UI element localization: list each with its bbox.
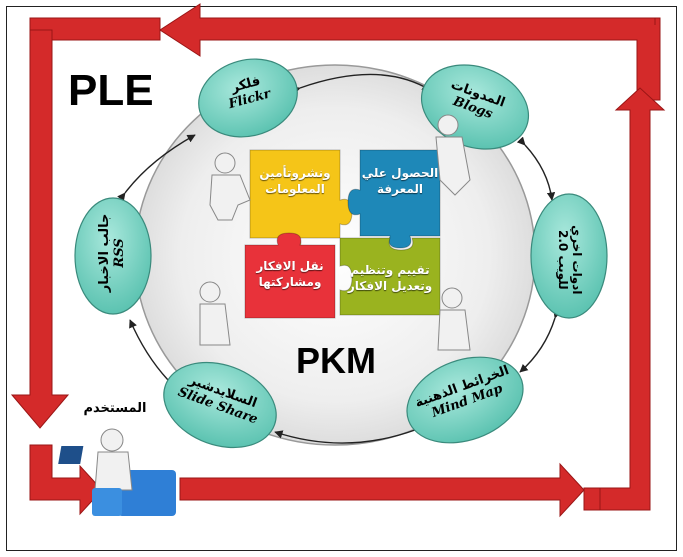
figure-head-left-top <box>214 152 236 174</box>
chair <box>92 488 122 516</box>
user-label: المستخدم <box>83 401 147 416</box>
cycle-arrows <box>117 73 562 444</box>
puzzle-green-line2: وتعديل الافكار <box>347 279 433 294</box>
desk <box>118 470 176 516</box>
node-mindmap-shape <box>406 356 524 444</box>
figure-body-left-top <box>209 174 251 221</box>
pkm-label: PKM <box>296 340 376 381</box>
puzzle-yellow-label: ونشروتأمين المعلومات <box>252 165 338 197</box>
ple-label: PLE <box>68 66 154 115</box>
puzzle-yellow-line2: المعلومات <box>265 182 325 197</box>
puzzle <box>244 149 441 319</box>
user-figure <box>58 428 176 516</box>
node-rss-arabic: جالب الاخبار <box>97 213 113 293</box>
nodes <box>74 58 608 449</box>
node-rss-shape <box>74 197 152 315</box>
ple-cycle-arrow <box>10 3 666 518</box>
laptop <box>58 446 84 464</box>
node-web20-shape <box>530 193 608 319</box>
node-flickr-shape <box>198 58 298 138</box>
node-slideshare-shape <box>163 361 277 449</box>
figure-head-right-bottom <box>441 287 463 309</box>
puzzle-red-line2: ومشاركتها <box>258 275 322 290</box>
node-web20: ادوات اخري للويب 2.0 <box>556 225 584 295</box>
figures <box>199 114 471 351</box>
puzzle-piece-red <box>244 232 336 319</box>
puzzle-green-line1: تقييم وتنظيم <box>350 263 430 277</box>
user-body <box>94 451 133 491</box>
figure-head-left-bottom <box>199 281 221 303</box>
puzzle-blue-label: الحصول علي المعرفة <box>360 165 440 197</box>
puzzle-blue-line1: الحصول علي <box>361 166 439 180</box>
figure-body-right-bottom <box>437 309 471 351</box>
puzzle-red-line1: نقل الافكار <box>256 259 324 273</box>
node-rss: جالب الاخبار RSS <box>97 208 128 298</box>
puzzle-green-label: تقييم وتنظيم وتعديل الافكار <box>342 262 438 294</box>
figure-body-left-bottom <box>199 303 231 346</box>
puzzle-piece-blue <box>347 149 441 249</box>
puzzle-yellow-line1: ونشروتأمين <box>259 166 331 180</box>
puzzle-red-label: نقل الافكار ومشاركتها <box>247 258 333 290</box>
puzzle-blue-line2: المعرفة <box>376 182 424 197</box>
user-head <box>100 428 124 452</box>
figure-body-right-top <box>435 136 471 196</box>
node-rss-english: RSS <box>112 238 127 268</box>
figure-head-right-top <box>437 114 459 136</box>
